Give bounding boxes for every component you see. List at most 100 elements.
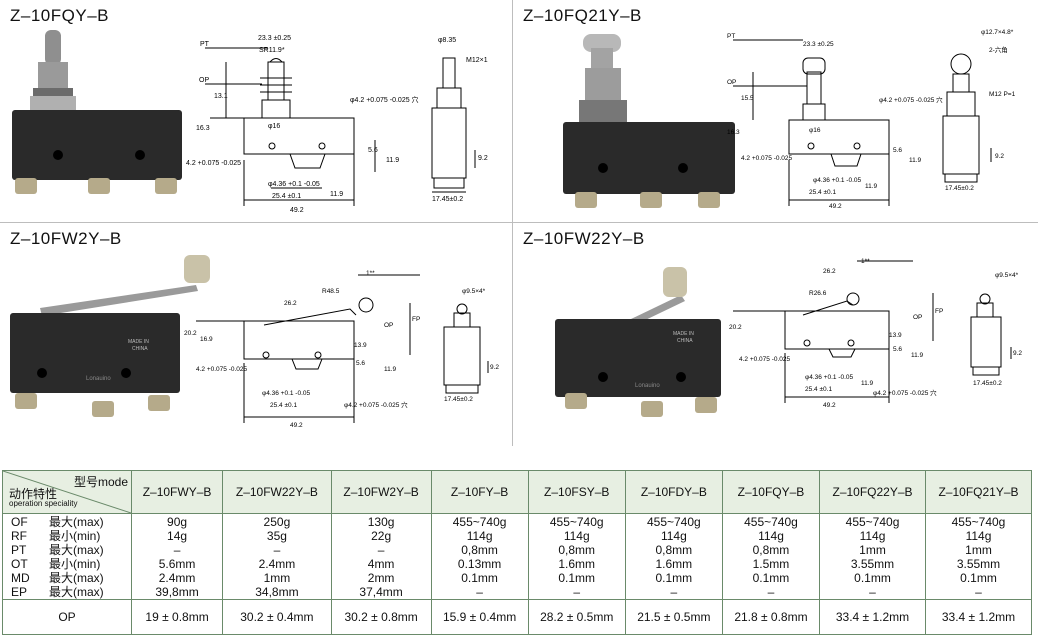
op-value: 15.9 ± 0.4mm bbox=[430, 599, 529, 635]
svg-text:11.9: 11.9 bbox=[386, 157, 399, 164]
panel-title: Z–10FQY–B bbox=[10, 6, 109, 25]
model-header: Z–10FQ22Y–B bbox=[819, 470, 926, 514]
svg-text:9.2: 9.2 bbox=[995, 153, 1004, 160]
svg-text:23.3 ±0.25: 23.3 ±0.25 bbox=[258, 35, 291, 42]
model-header: Z–10FW22Y–B bbox=[222, 470, 332, 514]
svg-text:4.2 +0.075 -0.025: 4.2 +0.075 -0.025 bbox=[186, 160, 241, 167]
panel-title: Z–10FQ21Y–B bbox=[523, 6, 642, 25]
op-value: 33.4 ± 1.2mm bbox=[819, 599, 926, 635]
header-row: 型号mode 动作特性 operation speciality Z–10FWY… bbox=[2, 470, 1033, 514]
svg-text:25.4 ±0.1: 25.4 ±0.1 bbox=[272, 193, 301, 200]
svg-text:17.45±0.2: 17.45±0.2 bbox=[945, 185, 974, 192]
param-abbr: PT bbox=[11, 543, 27, 557]
corner-op-label: 动作特性 bbox=[9, 487, 58, 501]
front-dimensions: FP OP 26.2 R26.6 1** 20.2 13.9 5.6 11.9 … bbox=[729, 258, 943, 409]
front-drawing bbox=[733, 260, 934, 403]
svg-text:11.9: 11.9 bbox=[909, 157, 922, 164]
svg-text:4.2 +0.075 -0.025: 4.2 +0.075 -0.025 bbox=[741, 155, 793, 162]
op-value: 33.4 ± 1.2mm bbox=[924, 599, 1033, 635]
svg-text:11.9: 11.9 bbox=[911, 352, 924, 359]
svg-text:11.9: 11.9 bbox=[384, 366, 397, 373]
param-desc: 最小(min) bbox=[49, 557, 101, 571]
svg-text:11.9: 11.9 bbox=[861, 380, 874, 387]
svg-text:13.1: 13.1 bbox=[214, 93, 228, 100]
svg-text:1**: 1** bbox=[861, 258, 870, 265]
side-dimensions: φ9.5×4* 9.2 17.45±0.2 bbox=[973, 272, 1022, 387]
side-drawing bbox=[942, 53, 992, 183]
svg-text:5.6: 5.6 bbox=[368, 147, 378, 154]
op-label: OP bbox=[2, 599, 132, 635]
front-drawing bbox=[205, 47, 376, 206]
svg-text:15.5: 15.5 bbox=[741, 95, 754, 102]
spec-table: 型号mode 动作特性 operation speciality Z–10FWY… bbox=[2, 470, 1033, 635]
param-abbr: EP bbox=[11, 585, 28, 599]
switch-photo bbox=[12, 30, 182, 194]
switch-photo-and-drawing: PT OP 23.3 ±0.25 15.5 16.3 φ16 φ4.2 +0.0… bbox=[563, 29, 1016, 210]
front-drawing bbox=[733, 39, 890, 206]
switch-photo bbox=[563, 34, 735, 208]
svg-text:5.6: 5.6 bbox=[893, 346, 902, 353]
svg-text:φ4.2 +0.075 -0.025 穴: φ4.2 +0.075 -0.025 穴 bbox=[879, 95, 943, 104]
panel-z10fqy: Z–10FQY–B bbox=[0, 0, 512, 222]
switch-photo: MADE IN CHINA Lonauino bbox=[10, 255, 210, 417]
switch-photo-and-drawing: PT OP 23.3 ±0.25 SR11.9* 13.1 16.3 φ16 φ… bbox=[12, 30, 488, 214]
op-value: 30.2 ± 0.8mm bbox=[330, 599, 432, 635]
model-header: Z–10FDY–B bbox=[624, 470, 723, 514]
svg-text:1**: 1** bbox=[366, 270, 375, 277]
svg-text:49.2: 49.2 bbox=[823, 402, 836, 409]
svg-text:M12 P=1: M12 P=1 bbox=[989, 91, 1016, 98]
svg-text:R26.6: R26.6 bbox=[809, 290, 827, 297]
model-header: Z–10FY–B bbox=[430, 470, 529, 514]
svg-text:φ12.7×4.8*: φ12.7×4.8* bbox=[981, 29, 1014, 36]
svg-text:9.2: 9.2 bbox=[490, 364, 499, 371]
svg-text:13.9: 13.9 bbox=[354, 342, 367, 349]
svg-text:φ9.5×4*: φ9.5×4* bbox=[462, 288, 486, 295]
param-abbr: OT bbox=[11, 557, 28, 571]
svg-text:OP: OP bbox=[913, 314, 922, 321]
svg-text:2-六角: 2-六角 bbox=[989, 45, 1008, 54]
horizontal-divider bbox=[0, 222, 1038, 223]
svg-text:φ4.36 +0.1 -0.05: φ4.36 +0.1 -0.05 bbox=[262, 390, 311, 397]
svg-text:CHINA: CHINA bbox=[132, 346, 148, 352]
switch-photo: MADE IN CHINA Lonauino bbox=[555, 267, 721, 417]
svg-text:φ4.36 +0.1 -0.05: φ4.36 +0.1 -0.05 bbox=[805, 374, 854, 381]
param-abbr: OF bbox=[11, 515, 28, 529]
param-desc: 最大(max) bbox=[49, 585, 104, 599]
svg-text:20.2: 20.2 bbox=[729, 324, 742, 331]
side-drawing bbox=[443, 303, 489, 394]
side-dimensions: φ9.5×4* 9.2 17.45±0.2 bbox=[444, 288, 499, 403]
svg-text:25.4 ±0.1: 25.4 ±0.1 bbox=[805, 386, 832, 393]
svg-text:17.45±0.2: 17.45±0.2 bbox=[432, 196, 463, 203]
svg-text:16.9: 16.9 bbox=[200, 336, 213, 343]
param-desc: 最大(max) bbox=[49, 543, 104, 557]
param-abbr: MD bbox=[11, 571, 30, 585]
front-dimensions: PT OP 23.3 ±0.25 SR11.9* 13.1 16.3 φ16 φ… bbox=[186, 35, 419, 214]
diagonal-line bbox=[3, 471, 131, 513]
side-dimensions: φ12.7×4.8* 2-六角 M12 P=1 9.2 17.45±0.2 bbox=[945, 29, 1016, 192]
svg-text:5.6: 5.6 bbox=[356, 360, 365, 367]
model-header: Z–10FQY–B bbox=[721, 470, 821, 514]
model-header: Z–10FSY–B bbox=[527, 470, 626, 514]
svg-text:26.2: 26.2 bbox=[284, 300, 297, 307]
op-row: OP 19 ± 0.8mm 30.2 ± 0.4mm 30.2 ± 0.8mm … bbox=[2, 599, 1033, 635]
panel-z10fq21y: Z–10FQ21Y–B bbox=[513, 0, 1038, 222]
svg-text:11.9: 11.9 bbox=[330, 191, 343, 198]
switch-photo-and-drawing: MADE IN CHINA Lonauino FP OP 26.2 R48.5 bbox=[10, 255, 499, 429]
svg-text:4.2 +0.075 -0.025: 4.2 +0.075 -0.025 bbox=[196, 366, 248, 373]
op-value: 21.8 ± 0.8mm bbox=[721, 599, 821, 635]
svg-text:PT: PT bbox=[200, 41, 210, 48]
model-header: Z–10FW2Y–B bbox=[330, 470, 432, 514]
svg-text:11.9: 11.9 bbox=[865, 183, 878, 190]
svg-text:5.6: 5.6 bbox=[893, 147, 902, 154]
svg-text:PT: PT bbox=[727, 33, 735, 40]
model-header: Z–10FWY–B bbox=[130, 470, 224, 514]
svg-text:25.4 ±0.1: 25.4 ±0.1 bbox=[809, 189, 836, 196]
svg-text:φ4.36 +0.1 -0.05: φ4.36 +0.1 -0.05 bbox=[813, 177, 862, 184]
